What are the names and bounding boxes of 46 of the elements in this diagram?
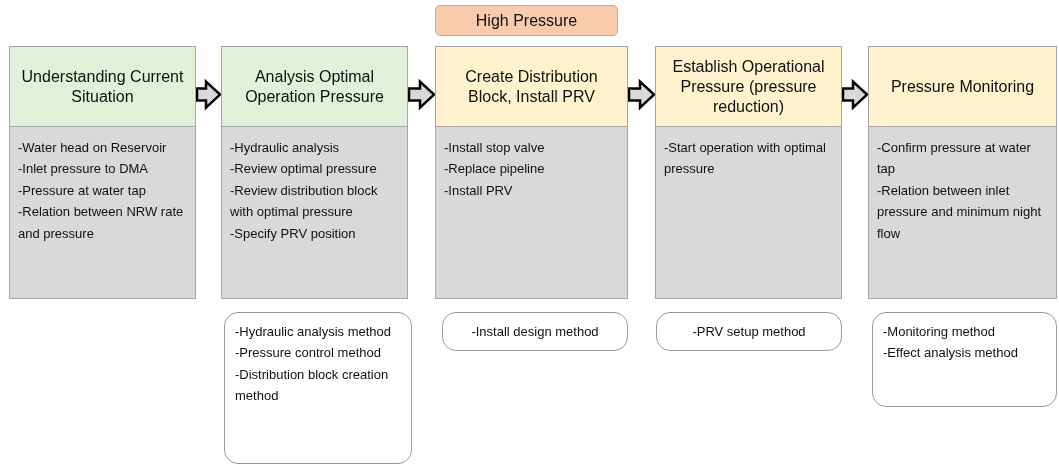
detail-item: -Relation between NRW rate and pressure bbox=[18, 203, 185, 243]
method-item: -Install design method bbox=[470, 323, 600, 341]
step-title: Understanding Current Situation bbox=[20, 66, 185, 107]
method-box bbox=[872, 312, 1057, 407]
step-header-box bbox=[9, 46, 196, 127]
detail-item: -Pressure at water tap bbox=[18, 181, 147, 200]
step-header-box bbox=[221, 46, 408, 127]
detail-item: -Review distribution block with optimal pressure bbox=[230, 181, 379, 222]
block-arrow bbox=[195, 78, 222, 111]
step-header-box bbox=[655, 46, 842, 127]
method-box bbox=[656, 312, 842, 352]
step-title: Analysis Optimal Operation Pressure bbox=[244, 66, 385, 107]
label-band bbox=[435, 5, 618, 36]
detail-item: -Water head on Reservoir bbox=[18, 139, 168, 157]
method-item: -PRV setup method bbox=[691, 323, 807, 341]
method-box bbox=[224, 312, 412, 464]
block-arrow bbox=[407, 78, 436, 111]
detail-item: -Replace pipeline bbox=[444, 160, 546, 179]
step-detail-box bbox=[868, 127, 1057, 299]
method-item: -Distribution block creation method bbox=[235, 365, 390, 406]
block-arrow bbox=[627, 78, 656, 111]
step-detail-box bbox=[221, 127, 408, 299]
step-title: Create Distribution Block, Install PRV bbox=[464, 66, 599, 107]
detail-item: -Hydraulic analysis bbox=[230, 139, 341, 157]
detail-item: -Relation between inlet pressure and minimum night flow bbox=[877, 181, 1043, 243]
step-detail-box bbox=[9, 127, 196, 299]
method-item: -Hydraulic analysis method bbox=[235, 323, 393, 341]
detail-item: -Specify PRV position bbox=[230, 224, 357, 243]
step-header-box bbox=[868, 46, 1057, 127]
detail-item: -Install PRV bbox=[444, 181, 514, 200]
detail-item: -Install stop valve bbox=[444, 139, 546, 157]
step-detail-box bbox=[655, 127, 842, 299]
method-item: -Pressure control method bbox=[235, 344, 382, 363]
step-detail-box bbox=[435, 127, 628, 299]
step-header-box bbox=[435, 46, 628, 127]
detail-item: -Review optimal pressure bbox=[230, 160, 378, 179]
detail-item: -Confirm pressure at water tap bbox=[877, 139, 1032, 179]
step-title: Establish Operational Pressure (pressure reduction) bbox=[671, 56, 826, 117]
step-title: Pressure Monitoring bbox=[890, 76, 1035, 97]
method-item: -Effect analysis method bbox=[883, 344, 1019, 363]
detail-item: -Inlet pressure to DMA bbox=[18, 160, 150, 179]
band-label: High Pressure bbox=[475, 11, 578, 30]
block-arrow bbox=[841, 78, 869, 111]
detail-item: -Start operation with optimal pressure bbox=[664, 139, 827, 179]
method-item: -Monitoring method bbox=[883, 323, 996, 341]
method-box bbox=[442, 312, 628, 352]
